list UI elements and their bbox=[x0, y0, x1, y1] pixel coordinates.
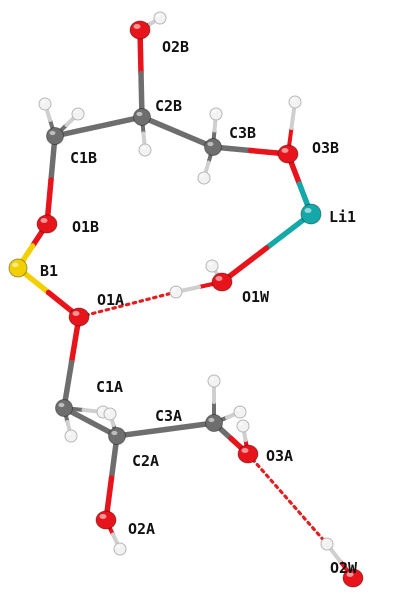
atom-h_c2b bbox=[138, 143, 152, 157]
label-c3a: C3A bbox=[155, 407, 182, 425]
label-o2b: O2B bbox=[162, 38, 189, 56]
atom-li1 bbox=[300, 203, 322, 225]
hbond-o3a-h_o2w bbox=[246, 452, 329, 546]
atom-h_o3a bbox=[236, 419, 250, 433]
atom-h1_c3b bbox=[209, 107, 223, 121]
atom-h1_c1b bbox=[38, 97, 52, 111]
atom-h2_c3b bbox=[197, 171, 211, 185]
atom-o3b bbox=[277, 144, 299, 164]
label-c3b: C3B bbox=[229, 124, 256, 142]
label-o3b: O3B bbox=[312, 139, 339, 157]
atom-b1 bbox=[8, 258, 28, 278]
atom-c1b bbox=[46, 127, 64, 145]
atom-h2_c1b bbox=[71, 107, 85, 121]
hydrogen-bond-layer bbox=[77, 290, 329, 546]
atom-h_o2a bbox=[113, 542, 127, 556]
label-o2a: O2A bbox=[128, 520, 155, 538]
atom-c2b bbox=[133, 108, 151, 126]
atom-h_o2b bbox=[153, 11, 167, 25]
atom-h2_c3a bbox=[233, 405, 247, 419]
atom-h1_c1a bbox=[64, 429, 78, 443]
atom-c3b bbox=[204, 138, 222, 156]
label-c2b: C2B bbox=[155, 97, 182, 115]
atom-o2b bbox=[129, 20, 151, 40]
label-li1: Li1 bbox=[329, 208, 356, 226]
label-c1b: C1B bbox=[70, 149, 97, 167]
atom-h1_c3a bbox=[207, 374, 221, 388]
atom-c2a bbox=[108, 427, 126, 445]
atom-layer bbox=[8, 11, 364, 588]
label-o1w: O1W bbox=[242, 288, 270, 306]
atom-h1_o1w bbox=[169, 285, 183, 299]
atom-o2a bbox=[95, 510, 117, 530]
hbond-o1a-h1_o1w bbox=[77, 290, 178, 319]
bond-layer bbox=[15, 16, 355, 580]
label-o1b: O1B bbox=[72, 218, 99, 236]
atom-o1a bbox=[68, 307, 90, 327]
label-c1a: C1A bbox=[96, 378, 123, 396]
label-o2w: O2W bbox=[330, 559, 358, 577]
atom-o1w bbox=[211, 272, 233, 292]
atom-o1b bbox=[36, 214, 58, 234]
atom-h_o2w bbox=[320, 537, 334, 551]
atom-c1a bbox=[55, 399, 73, 417]
label-o3a: O3A bbox=[266, 447, 293, 465]
label-c2a: C2A bbox=[132, 452, 159, 470]
atom-h_o3b bbox=[288, 95, 302, 109]
atom-h2_o1w bbox=[205, 259, 219, 273]
label-o1a: O1A bbox=[97, 291, 124, 309]
atom-c3a bbox=[205, 414, 223, 432]
label-b1: B1 bbox=[40, 262, 58, 280]
atom-o3a bbox=[237, 444, 259, 464]
label-layer: O2B C2B C1B C3B O3B Li1 O1B B1 O1A O1W C… bbox=[40, 38, 358, 577]
atom-h_c2a bbox=[103, 407, 117, 421]
atom-o2w bbox=[342, 568, 364, 588]
